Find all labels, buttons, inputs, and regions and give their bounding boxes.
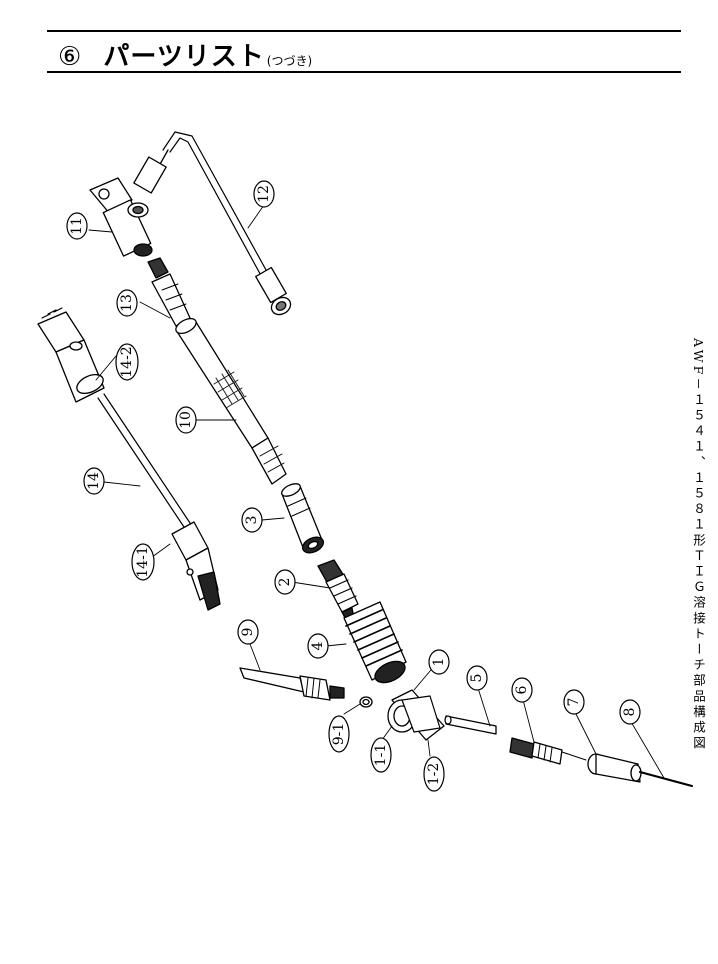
svg-text:1: 1 [431,658,447,667]
svg-text:1-2: 1-2 [426,763,442,786]
callout-14-2: 14-2 [115,343,139,381]
part-gas-hose [133,131,292,316]
callout-5: 5 [466,665,488,691]
part-electrode [444,715,497,735]
svg-text:2: 2 [277,578,293,587]
svg-text:8: 8 [622,708,638,717]
section-title: パーツリスト [103,42,265,72]
part-sleeve [281,483,325,554]
header-bottom-rule [47,71,681,73]
part-nozzle [387,689,445,741]
svg-text:4: 4 [310,641,326,650]
callout-4: 4 [307,633,329,659]
section-subtitle: (つづき) [266,54,313,68]
part-o-ring [359,696,373,708]
callout-11: 11 [66,212,88,240]
callout-9-1: 9-1 [328,715,350,753]
svg-text:14-2: 14-2 [119,346,135,377]
callout-13: 13 [116,289,138,317]
callout-1-1: 1-1 [370,737,392,773]
svg-text:1-1: 1-1 [373,744,389,767]
svg-text:9: 9 [240,628,256,637]
part-back-cap [343,601,407,684]
svg-text:10: 10 [178,411,194,429]
part-handle [175,317,287,485]
svg-text:11: 11 [69,217,85,235]
part-adapter [37,307,105,403]
part-gas-lens [587,753,642,783]
svg-text:5: 5 [469,674,485,683]
part-collet [509,737,587,765]
svg-text:3: 3 [244,516,260,525]
part-cable [97,393,193,531]
callout-12: 12 [253,180,275,208]
svg-text:6: 6 [514,685,530,694]
part-long-cap [239,667,345,701]
callout-2: 2 [274,569,296,595]
part-collet-body [317,559,359,621]
callout-3: 3 [241,507,263,533]
svg-text:7: 7 [566,698,582,707]
callout-1-2: 1-2 [423,756,445,792]
callout-9: 9 [237,619,259,645]
svg-text:14: 14 [86,472,102,490]
section-number: ⑥ [58,42,82,72]
svg-text:14-1: 14-1 [135,546,151,577]
svg-text:9-1: 9-1 [331,723,347,746]
callout-7: 7 [563,689,585,715]
callout-10: 10 [175,406,197,434]
part-tungsten-rod [638,770,694,788]
svg-text:13: 13 [119,294,135,312]
part-fitting-block [89,177,153,257]
callout-14-1: 14-1 [131,543,155,581]
callout-6: 6 [511,677,533,703]
part-body-connector [147,257,191,327]
diagram-caption: AWF－１５４１、１５８１形ＴＩＧ溶接トーチ部品構成図 [691,338,706,752]
section-header: ⑥ パーツリスト (つづき) [58,36,313,72]
callout-1: 1 [428,649,450,675]
header-top-rule [47,30,681,32]
part-cable-terminal [171,521,221,611]
svg-text:12: 12 [256,185,272,203]
callout-8: 8 [619,699,641,725]
callout-14: 14 [83,467,105,495]
